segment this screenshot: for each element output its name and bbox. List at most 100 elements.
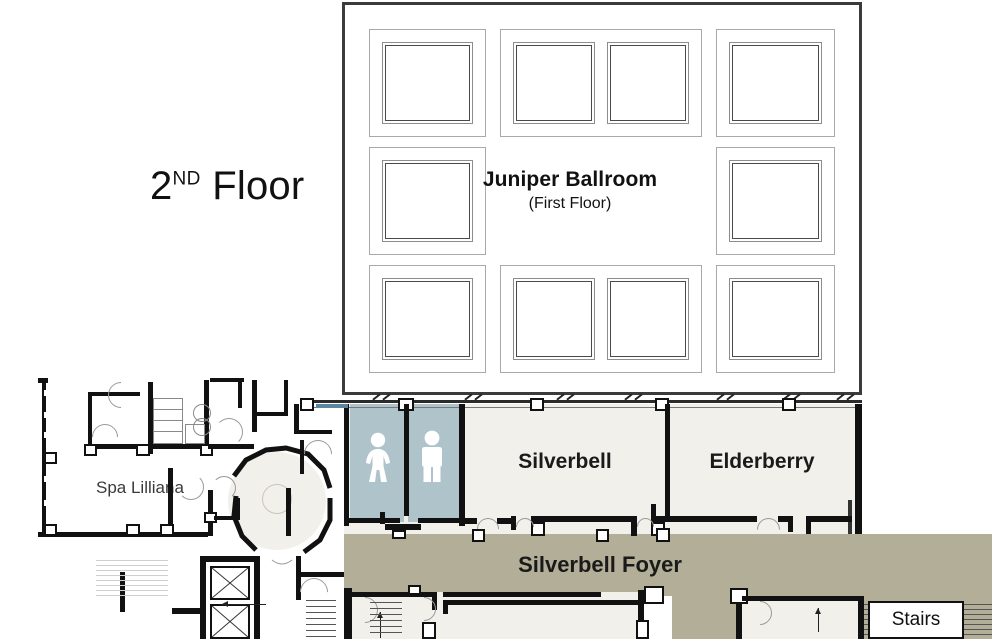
wall-segment: [638, 590, 644, 630]
panel-inner-frame: [382, 160, 473, 242]
interior-wall: [254, 412, 288, 416]
door-jamb: [531, 522, 545, 536]
stairs-icon: [306, 600, 336, 638]
rotunda-wall: [231, 445, 333, 565]
panel-inner-frame-2: [732, 45, 819, 121]
stairs-label[interactable]: Stairs: [868, 601, 964, 639]
ballroom-panel: [716, 29, 835, 137]
wall-segment: [254, 556, 260, 639]
interior-wall: [385, 524, 421, 530]
door-jamb: [126, 524, 140, 536]
wall-segment: [443, 604, 448, 614]
panel-inner-frame-2: [516, 281, 592, 357]
wall-segment: [465, 518, 477, 524]
hatched-area: [96, 556, 168, 596]
floor-number: 2: [150, 164, 173, 208]
wall-segment: [200, 556, 206, 639]
interior-wall: [88, 392, 140, 396]
ballroom-panel-pair: [500, 29, 702, 137]
panel-inner-frame-2: [385, 45, 470, 121]
wall-accent: [316, 404, 348, 408]
interior-wall: [214, 516, 240, 520]
column: [408, 585, 421, 595]
interior-wall: [148, 382, 153, 454]
lower-room: [438, 592, 642, 639]
interior-wall: [88, 444, 148, 449]
interior-wall: [418, 518, 465, 523]
exterior-wall-south: [38, 532, 208, 537]
wall-segment: [806, 516, 811, 534]
wall-segment: [344, 588, 352, 639]
window: [44, 524, 57, 536]
wall-segment: [511, 516, 516, 530]
column: [472, 529, 485, 542]
room-label-spa-lilliana[interactable]: Spa Lilliana: [96, 478, 184, 497]
column: [300, 398, 314, 411]
door-jamb: [160, 524, 174, 536]
panel-inner-frame: [513, 42, 595, 124]
interior-wall: [296, 556, 301, 600]
window: [44, 452, 57, 464]
silverbell-elderberry-divider: [665, 404, 670, 522]
wall-segment: [778, 516, 792, 522]
wall-segment: [443, 592, 601, 597]
interior-wall: [344, 518, 400, 523]
wall-segment: [200, 556, 260, 562]
wall-segment: [788, 516, 793, 532]
panel-inner-frame: [729, 278, 822, 360]
juniper-ballroom-diagram[interactable]: [342, 2, 862, 395]
floor-word: Floor: [212, 164, 305, 208]
interior-wall: [300, 572, 344, 577]
direction-arrow-icon: [377, 612, 383, 638]
column: [530, 398, 544, 411]
interior-wall: [238, 378, 242, 408]
ballroom-panel: [369, 265, 486, 373]
exterior-wall-east: [855, 404, 862, 534]
interior-wall: [284, 380, 288, 416]
wall-segment: [736, 592, 742, 639]
interior-wall: [88, 392, 92, 450]
door-jamb: [136, 444, 150, 456]
room-label-silverbell-foyer[interactable]: Silverbell Foyer: [518, 552, 682, 577]
restroom-divider-wall: [404, 404, 409, 516]
wall-segment: [172, 608, 204, 614]
ballroom-panel: [716, 265, 835, 373]
room-label-elderberry[interactable]: Elderberry: [709, 450, 815, 473]
womens-restroom-icon: [366, 432, 390, 482]
panel-inner-frame: [382, 42, 473, 124]
interior-wall: [380, 512, 385, 524]
panel-inner-frame: [729, 42, 822, 124]
mens-restroom-icon: [422, 430, 442, 482]
page-title: 2ND Floor: [150, 164, 304, 209]
panel-inner-frame-2: [385, 163, 470, 239]
interior-wall: [344, 404, 349, 526]
column: [596, 529, 609, 542]
ballroom-panel-pair: [500, 265, 702, 373]
interior-wall: [252, 380, 257, 432]
panel-inner-frame-2: [610, 281, 686, 357]
wall-segment: [432, 592, 437, 610]
ballroom-panel: [369, 29, 486, 137]
wall-segment: [742, 596, 862, 601]
panel-inner-frame-2: [516, 45, 592, 121]
panel-inner-frame-2: [610, 45, 686, 121]
fixture: [392, 530, 406, 539]
interior-wall: [296, 430, 332, 434]
interior-wall: [208, 444, 254, 449]
fixture: [153, 398, 183, 444]
panel-inner-frame: [382, 278, 473, 360]
interior-wall: [236, 498, 240, 520]
panel-inner-frame: [607, 42, 689, 124]
panel-inner-frame-2: [732, 281, 819, 357]
exterior-wall-north-inner: [300, 407, 862, 408]
column: [644, 586, 664, 604]
interior-wall: [294, 404, 299, 434]
direction-arrow-icon: [815, 608, 821, 632]
wall-segment: [808, 516, 852, 522]
column: [636, 620, 649, 639]
exterior-wall-north: [300, 400, 862, 403]
interior-wall: [210, 378, 244, 382]
wall-segment: [531, 516, 637, 522]
room-label-silverbell[interactable]: Silverbell: [518, 450, 612, 473]
